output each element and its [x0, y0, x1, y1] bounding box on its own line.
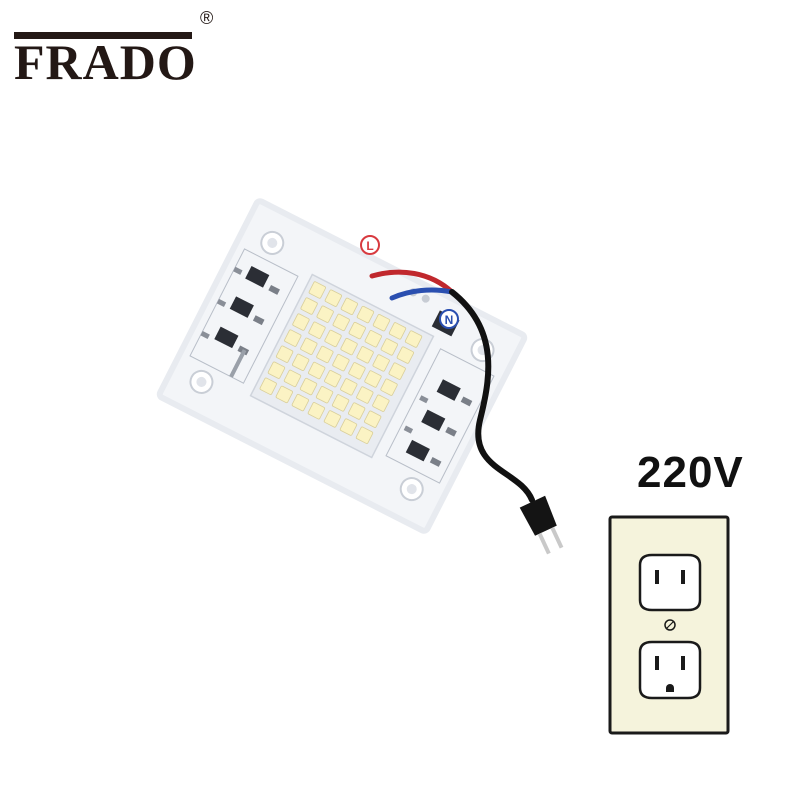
led-chip: [331, 394, 350, 412]
led-module-board: [156, 198, 528, 534]
led-chip: [308, 361, 326, 380]
mounting-hole: [189, 369, 214, 394]
led-chip: [388, 322, 407, 340]
led-chip: [316, 345, 334, 364]
led-chip: [339, 418, 358, 436]
led-chip: [259, 377, 277, 395]
led-chip: [380, 378, 398, 396]
brand-logo: FRADO ®: [12, 8, 222, 90]
led-chip: [364, 410, 382, 428]
led-chip: [355, 426, 374, 444]
mounting-hole: [260, 230, 285, 255]
led-chip: [340, 337, 358, 356]
led-chip: [364, 330, 382, 348]
led-chip: [292, 313, 310, 331]
led-chip: [388, 362, 406, 380]
led-chip: [372, 314, 391, 332]
led-chip: [300, 297, 318, 315]
led-chip: [372, 394, 390, 412]
led-chip: [332, 313, 350, 332]
outlet-socket-top: [638, 553, 702, 612]
logo-bar: [14, 32, 192, 39]
led-chip: [348, 321, 366, 340]
led-chip: [348, 362, 366, 380]
led-chip: [316, 305, 334, 323]
led-chip: [364, 370, 382, 388]
mounting-hole: [399, 477, 424, 502]
led-chip: [267, 361, 286, 379]
led-chip: [356, 305, 375, 324]
led-chip: [324, 370, 342, 388]
led-chip: [332, 354, 350, 372]
led-chip: [356, 346, 374, 364]
outlet-socket-bottom: [638, 640, 702, 700]
led-chip: [404, 330, 423, 348]
neutral-marker: N: [439, 309, 459, 329]
outlet-screw: [664, 619, 676, 631]
power-cable: [449, 289, 535, 503]
live-wire: [369, 269, 455, 295]
neutral-wire: [389, 287, 455, 301]
led-chip: [380, 338, 398, 356]
led-chip: [299, 377, 318, 396]
led-chip: [348, 402, 366, 420]
driver-components-right: [385, 348, 495, 484]
wall-outlet: [608, 515, 730, 735]
registered-mark: ®: [200, 8, 214, 28]
neutral-label: N: [445, 313, 454, 327]
led-chip: [372, 354, 390, 372]
led-chip: [300, 337, 318, 355]
led-chip: [292, 353, 310, 371]
led-chip: [284, 329, 302, 347]
silkscreen-marking: [229, 349, 247, 378]
led-chip: [324, 329, 342, 348]
voltage-label: 220V: [637, 448, 744, 497]
led-chip: [275, 345, 294, 363]
led-array: [259, 281, 423, 444]
led-chip: [396, 346, 414, 364]
live-marker: L: [360, 235, 380, 255]
driver-components-left: [189, 248, 299, 384]
led-chip: [356, 386, 374, 404]
led-chip: [315, 386, 334, 404]
led-chip: [324, 289, 342, 307]
led-chip: [340, 378, 358, 396]
led-chip: [340, 297, 359, 315]
brand-name: FRADO: [14, 34, 197, 90]
live-label: L: [366, 239, 373, 253]
led-chip: [307, 402, 326, 420]
led-chip: [283, 369, 302, 387]
led-chip: [275, 385, 293, 404]
led-chip: [308, 321, 326, 339]
led-chip: [323, 410, 342, 428]
plug: [519, 495, 564, 555]
led-chip: [308, 281, 326, 299]
led-chip: [291, 393, 309, 412]
